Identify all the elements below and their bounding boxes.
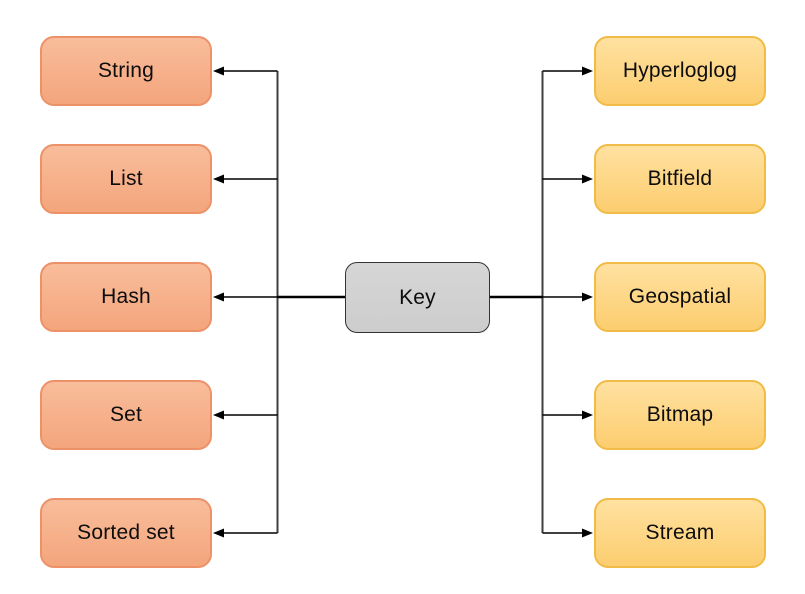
node-list: List <box>40 144 212 214</box>
node-hash: Hash <box>40 262 212 332</box>
node-hyperloglog: Hyperloglog <box>594 36 766 106</box>
node-bitfield: Bitfield <box>594 144 766 214</box>
node-key: Key <box>345 262 490 333</box>
arrowhead-list-icon <box>213 174 224 184</box>
node-list-label: List <box>109 167 143 190</box>
node-bitmap-label: Bitmap <box>646 403 714 426</box>
node-set: Set <box>40 380 212 450</box>
node-string-label: String <box>97 59 155 82</box>
arrowhead-stream-icon <box>582 528 593 538</box>
node-bitfield-label: Bitfield <box>647 167 713 190</box>
arrowhead-geospatial-icon <box>582 292 593 302</box>
arrowhead-bitfield-icon <box>582 174 593 184</box>
arrowhead-string-icon <box>213 66 224 76</box>
node-set-label: Set <box>109 403 143 426</box>
node-stream-label: Stream <box>645 521 715 544</box>
node-sorted-set-label: Sorted set <box>77 521 175 544</box>
arrowhead-sorted-set-icon <box>213 528 224 538</box>
node-geospatial: Geospatial <box>594 262 766 332</box>
arrowhead-bitmap-icon <box>582 410 593 420</box>
arrowhead-hyperloglog-icon <box>582 66 593 76</box>
arrowhead-set-icon <box>213 410 224 420</box>
node-string: String <box>40 36 212 106</box>
node-key-label: Key <box>399 285 436 309</box>
arrowhead-hash-icon <box>213 292 224 302</box>
node-sorted-set: Sorted set <box>40 498 212 568</box>
node-bitmap: Bitmap <box>594 380 766 450</box>
node-geospatial-label: Geospatial <box>628 285 732 308</box>
node-hash-label: Hash <box>101 285 151 308</box>
node-hyperloglog-label: Hyperloglog <box>622 59 738 82</box>
node-stream: Stream <box>594 498 766 568</box>
